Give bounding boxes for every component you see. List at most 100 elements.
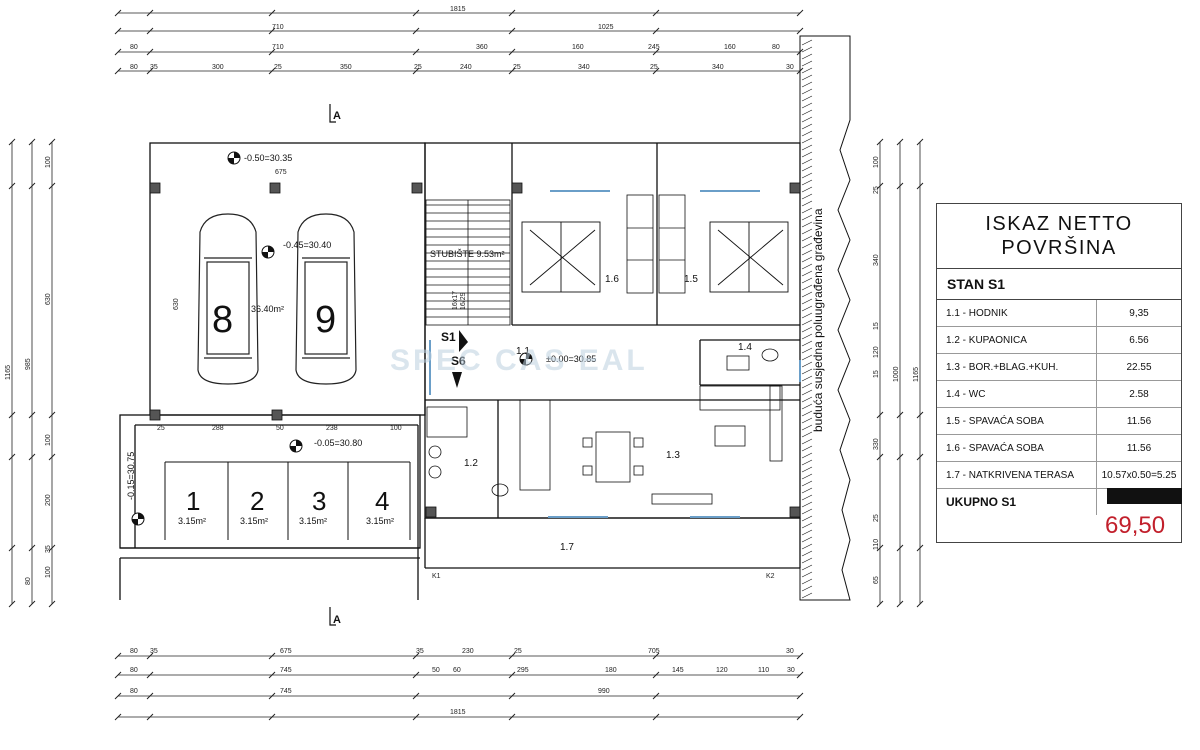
section-label: A bbox=[333, 614, 341, 626]
hatch-line bbox=[801, 88, 813, 95]
room-number: 1.6 bbox=[605, 274, 619, 285]
dim-top-row3: 80 35 300 25 350 25 240 25 340 25 340 30 bbox=[130, 64, 794, 71]
level-marker-icon bbox=[519, 352, 533, 366]
room-name: 1.1 - HODNIK bbox=[937, 300, 1097, 326]
hatch-line bbox=[801, 74, 813, 81]
dim-tick bbox=[652, 27, 660, 35]
dim-tick bbox=[652, 692, 660, 700]
hatch-line bbox=[801, 375, 813, 382]
dim-tick bbox=[268, 67, 276, 75]
dim-tick bbox=[146, 48, 154, 56]
bed-icon bbox=[521, 221, 601, 293]
dim-label: 238 bbox=[326, 425, 338, 432]
hatch-line bbox=[801, 193, 813, 200]
dim-label: 160 bbox=[572, 44, 584, 51]
dim-tick bbox=[146, 671, 154, 679]
dim-tick bbox=[146, 713, 154, 721]
hatch-line bbox=[801, 361, 813, 368]
dim-tick bbox=[28, 453, 36, 461]
dim-tick bbox=[48, 453, 56, 461]
level-label: -0.05=30.80 bbox=[314, 438, 362, 448]
room-name: 1.3 - BOR.+BLAG.+KUH. bbox=[937, 354, 1097, 380]
dim-label: 360 bbox=[476, 44, 488, 51]
dim-left-row2: 100 630 100 200 35 100 bbox=[45, 156, 52, 578]
hatch-line bbox=[801, 130, 813, 137]
hatch-line bbox=[801, 592, 813, 599]
dim-tick bbox=[652, 713, 660, 721]
dim-tick bbox=[896, 138, 904, 146]
dim-label: 100 bbox=[390, 425, 402, 432]
dim-tick bbox=[876, 138, 884, 146]
hatch-line bbox=[801, 277, 813, 284]
hatch-line bbox=[801, 571, 813, 578]
parking-area-4: 3.15m² bbox=[366, 516, 394, 526]
dim-tick bbox=[48, 411, 56, 419]
dim-tick bbox=[114, 48, 122, 56]
hatch-line bbox=[801, 298, 813, 305]
room-name: 1.6 - SPAVAĆA SOBA bbox=[937, 435, 1097, 461]
dimension-lines bbox=[11, 12, 921, 718]
dim-tick bbox=[268, 713, 276, 721]
dim-tick bbox=[508, 67, 516, 75]
room-number: 1.5 bbox=[684, 274, 698, 285]
parking-number-4: 4 bbox=[375, 486, 389, 516]
dim-tick bbox=[876, 544, 884, 552]
dim-tick bbox=[8, 182, 16, 190]
hatch-line bbox=[801, 81, 813, 88]
parking-area-1: 3.15m² bbox=[178, 516, 206, 526]
dim-label: 330 bbox=[873, 438, 880, 450]
walls bbox=[119, 142, 801, 600]
dim-bottom-row1: 80 35 675 35 230 25 705 30 bbox=[130, 648, 794, 655]
dim-tick bbox=[796, 27, 804, 35]
car-9-icon bbox=[295, 213, 357, 385]
dim-tick bbox=[876, 600, 884, 608]
kitchen-counter bbox=[519, 385, 783, 505]
room-area: 11.56 bbox=[1126, 415, 1152, 427]
dim-label: 145 bbox=[672, 667, 684, 674]
hatch-line bbox=[801, 585, 813, 592]
staircase bbox=[425, 199, 511, 326]
bed-icon bbox=[709, 221, 789, 293]
dim-tick bbox=[916, 600, 924, 608]
hatch-line bbox=[801, 284, 813, 291]
section-label: A bbox=[333, 110, 341, 122]
hatch-line bbox=[801, 494, 813, 501]
dim-tick bbox=[8, 600, 16, 608]
dim-tick bbox=[508, 27, 516, 35]
stairs-label: STUBIŠTE 9.53m² bbox=[430, 249, 505, 259]
hatch-line bbox=[801, 438, 813, 445]
entry-unit-label: S1 bbox=[441, 330, 456, 344]
parking-area-2: 3.15m² bbox=[240, 516, 268, 526]
dim-right-1000: 1000 bbox=[893, 366, 900, 382]
dim-tick bbox=[508, 652, 516, 660]
dim-tick bbox=[268, 652, 276, 660]
room-number: 1.2 bbox=[464, 458, 478, 469]
dim-right-row2: 100 25 340 15 120 15 330 25 110 65 bbox=[873, 156, 880, 584]
garage-area: 36.40m² bbox=[251, 304, 284, 314]
bathroom-fixtures bbox=[426, 348, 779, 497]
parking-strip-dims: 25 288 50 238 100 bbox=[157, 425, 402, 432]
dim-left-80: 80 bbox=[25, 577, 32, 585]
hatch-line bbox=[801, 144, 813, 151]
dim-tick bbox=[8, 453, 16, 461]
room-name: 1.5 - SPAVAĆA SOBA bbox=[937, 408, 1097, 434]
dim-tick bbox=[412, 9, 420, 17]
dim-tick bbox=[508, 713, 516, 721]
hatch-line bbox=[801, 396, 813, 403]
entry-arrow-down-icon bbox=[452, 372, 462, 388]
dim-label: 25 bbox=[873, 514, 880, 522]
dim-tick bbox=[268, 9, 276, 17]
watermark: SPEC CAS EAL bbox=[390, 344, 648, 377]
dim-label: 340 bbox=[873, 254, 880, 266]
dim-label: 25 bbox=[414, 64, 422, 71]
dim-label: 120 bbox=[873, 346, 880, 358]
dim-label: 295 bbox=[517, 667, 529, 674]
dim-tick bbox=[796, 652, 804, 660]
dim-tick bbox=[114, 9, 122, 17]
dim-tick bbox=[268, 27, 276, 35]
hatch-line bbox=[801, 536, 813, 543]
hatch-line bbox=[801, 46, 813, 53]
dim-tick bbox=[412, 713, 420, 721]
room-name: 1.4 - WC bbox=[937, 381, 1097, 407]
